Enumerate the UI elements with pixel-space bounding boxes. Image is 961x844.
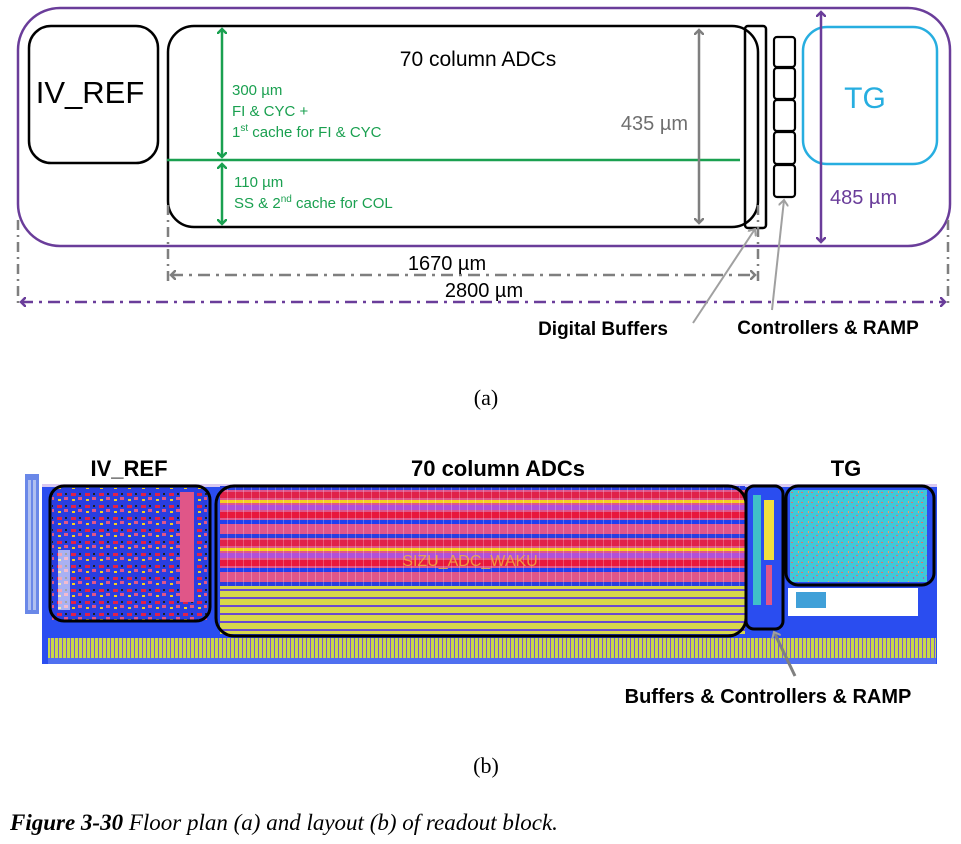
iv-ref-capacitor — [180, 492, 194, 602]
adc-label: 70 column ADCs — [400, 48, 556, 71]
buffers-controllers-callout: Buffers & Controllers & RAMP — [625, 686, 912, 708]
caption-text-2: and layout — [260, 810, 370, 835]
caption-text-1: Floor plan — [123, 810, 234, 835]
lower-height-label: 110 µm — [234, 174, 283, 191]
buffer-strip — [753, 495, 761, 605]
upper-height-label: 300 µm — [232, 82, 282, 99]
bottom-rail — [48, 658, 936, 664]
controller-cell — [772, 163, 797, 199]
controller-strip — [764, 500, 774, 560]
total-height-label: 485 µm — [830, 187, 897, 209]
lower-desc: SS & 2nd cache for COL — [234, 194, 393, 212]
total-width-label: 2800 µm — [445, 280, 523, 302]
pin-stripe — [28, 480, 31, 610]
buffers-controllers-pointer — [774, 632, 797, 677]
adc-height-label: 435 µm — [621, 113, 688, 135]
iv-ref-gap — [58, 550, 70, 610]
ramp-strip — [766, 565, 772, 605]
pin-stripe — [33, 480, 36, 610]
iv-ref-highlight — [48, 484, 212, 623]
upper-desc-line2: 1st cache for FI & CYC — [232, 123, 382, 141]
caption-ref-a: (a) — [233, 810, 261, 835]
controllers-ramp-callout: Controllers & RAMP — [737, 318, 919, 339]
readout-block-outline — [16, 6, 952, 248]
upper-desc-line1: FI & CYC + — [232, 103, 309, 120]
tg-label: TG — [844, 82, 886, 115]
layout-iv-ref-label: IV_REF — [90, 456, 167, 481]
adc-layout — [220, 486, 745, 586]
figure-caption: Figure 3-30 Floor plan (a) and layout (b… — [10, 810, 558, 836]
buffers-controllers-highlight — [744, 484, 785, 631]
digital-buffers-pointer — [692, 229, 755, 324]
layout-view: IV_REF 70 column ADCs TG SIZU_ADC_WAKU — [25, 456, 937, 778]
controller-cell — [772, 66, 797, 101]
controller-cells — [772, 35, 797, 199]
controller-cell — [772, 98, 797, 133]
controller-cell — [772, 35, 797, 69]
sublabel-b: (b) — [473, 753, 499, 778]
caption-ref-b: (b) — [369, 810, 397, 835]
controller-cell — [772, 130, 797, 166]
tg-block — [801, 25, 939, 166]
layout-adc-label: 70 column ADCs — [411, 456, 585, 481]
figure-number: Figure 3-30 — [10, 810, 124, 835]
adc-layout-lower — [220, 586, 745, 634]
caption-text-3: of readout block. — [396, 810, 558, 835]
tg-layout — [790, 490, 927, 582]
layout-tg-label: TG — [831, 456, 862, 481]
bottom-bus — [48, 638, 936, 660]
digital-buffers-callout: Digital Buffers — [538, 319, 668, 340]
adc-cell-name: SIZU_ADC_WAKU — [402, 553, 537, 570]
adc-block — [166, 24, 760, 229]
left-pin-column — [25, 474, 39, 614]
digital-buffers-block — [743, 24, 768, 230]
tg-highlight — [784, 484, 936, 587]
small-block — [796, 592, 826, 608]
iv-ref-block — [27, 24, 160, 165]
adc-width-label: 1670 µm — [408, 253, 486, 275]
iv-ref-label: IV_REF — [36, 75, 145, 110]
controllers-pointer — [771, 200, 784, 311]
sublabel-a: (a) — [474, 385, 498, 410]
floor-plan: IV_REF 70 column ADCs 300 µm FI & CYC + … — [16, 6, 952, 410]
